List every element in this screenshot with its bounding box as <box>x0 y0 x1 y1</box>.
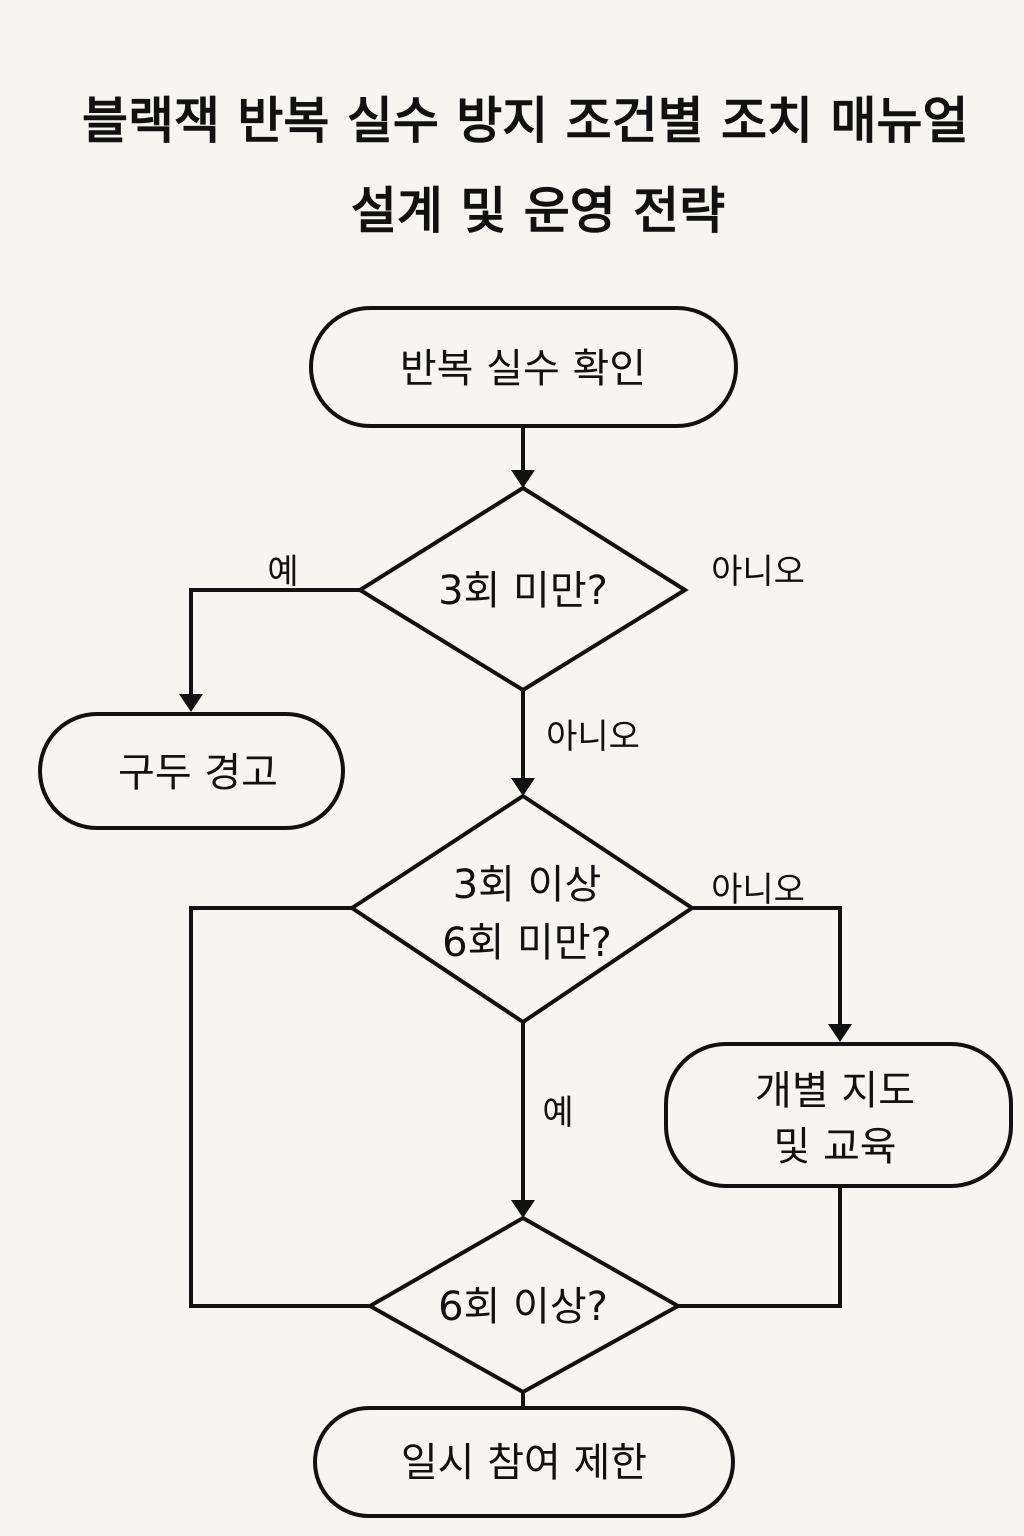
page-subtitle: 설계 및 운영 전략 <box>350 182 726 240</box>
edge-labels: 예 아니오 아니오 아니오 예 <box>267 552 805 1133</box>
edge-d2-no-to-training <box>692 906 842 1026</box>
decision-node-3 <box>365 1215 683 1395</box>
edges <box>179 426 852 1406</box>
training-node-label-line-2: 및 교육 <box>773 1124 896 1170</box>
decision-node-2-label-line-2: 6회 미만? <box>442 920 612 966</box>
warning-node-label: 구두 경고 <box>118 750 278 796</box>
decision-node-1 <box>356 485 689 693</box>
restrict-node <box>313 1406 735 1518</box>
decision-node-2 <box>348 793 696 1025</box>
edge-label-d1-yes: 예 <box>267 552 298 592</box>
start-node-label: 반복 실수 확인 <box>400 346 646 392</box>
edge-d1-yes-to-warning <box>189 588 360 696</box>
decision-node-3-label: 6회 이상? <box>438 1284 608 1330</box>
decision-node-2-label-line-1: 3회 이상 <box>453 862 602 908</box>
arrowhead <box>511 778 535 796</box>
warning-node <box>38 712 345 830</box>
training-node <box>664 1042 1013 1188</box>
edge-training-to-d3 <box>678 1186 842 1308</box>
arrowhead <box>828 1024 852 1042</box>
edge-label-d1-no-right: 아니오 <box>711 552 805 592</box>
edge-label-d1-no-down: 아니오 <box>546 717 640 757</box>
start-node <box>309 306 738 428</box>
edge-label-d2-no: 아니오 <box>711 870 805 910</box>
page-title: 블랙잭 반복 실수 방지 조건별 조치 매뉴얼 <box>82 92 969 150</box>
training-node-label-line-1: 개별 지도 <box>755 1068 915 1114</box>
restrict-node-label: 일시 참여 제한 <box>401 1440 647 1486</box>
arrowhead <box>179 694 203 712</box>
arrowhead <box>511 1200 535 1218</box>
edge-d2-left-to-d3 <box>189 906 370 1308</box>
decision-node-1-label: 3회 미만? <box>438 568 608 614</box>
edge-label-d2-yes: 예 <box>542 1093 573 1133</box>
nodes: 반복 실수 확인 3회 미만? 구두 경고 3회 이상 6회 미만? 개별 지도… <box>38 306 1013 1518</box>
arrowhead <box>511 470 535 488</box>
